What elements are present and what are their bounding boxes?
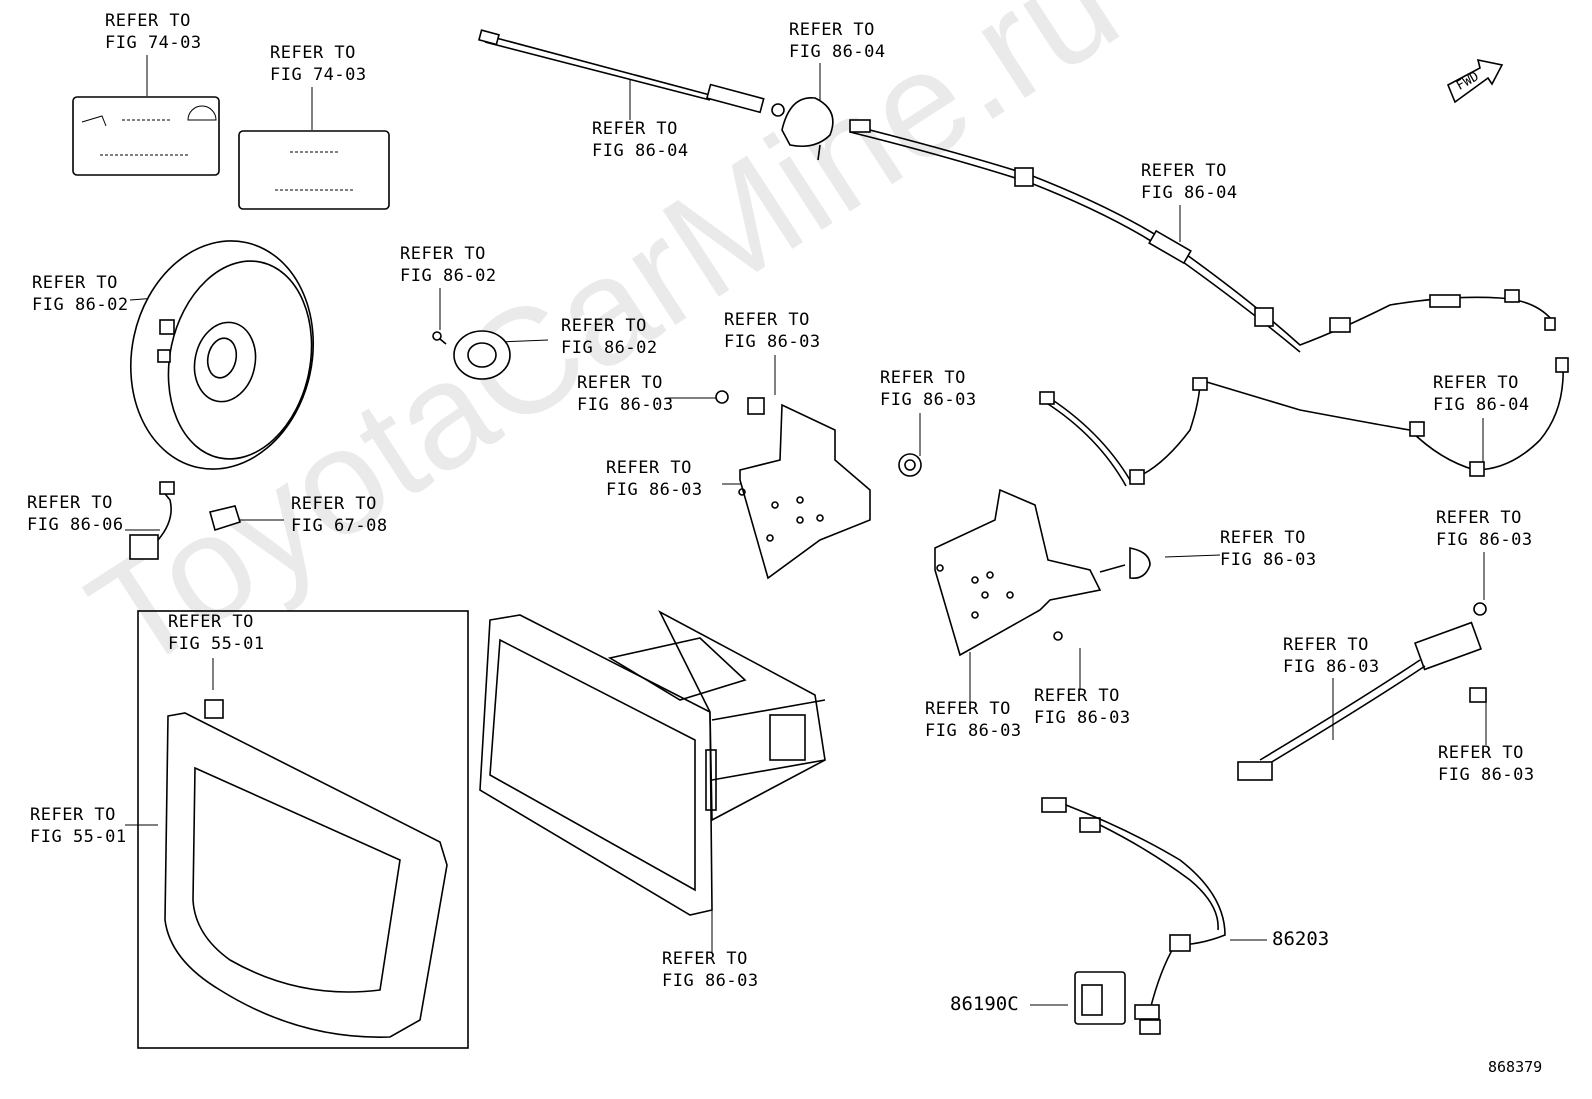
info-card-a-drawing [72,96,220,176]
antenna-base-drawing [771,97,834,161]
part-number-86190c: 86190C [950,993,1019,1015]
info-card-b-drawing [238,130,390,210]
fwd-arrow-drawing [1446,58,1504,104]
antenna-cable-lower-drawing [1039,357,1569,487]
tweeter-drawing [432,330,511,380]
harness-switch-drawing [1041,797,1226,1035]
left-bracket-drawing [738,403,871,580]
speaker-drawing [129,240,315,470]
antenna-cable-upper-drawing [849,119,1556,353]
panel-box-drawing [137,610,469,1049]
cord-module-drawing [1237,602,1487,781]
socket-lamp-drawing [129,481,242,560]
part-number-86203: 86203 [1272,928,1330,950]
rod-antenna-drawing [477,29,765,114]
small-fasteners-drawing [715,390,922,477]
leader-lines [125,55,1487,1006]
head-unit-drawing [479,610,826,916]
illustration-number: 868379 [1488,1058,1543,1076]
right-bracket-drawing [934,488,1151,657]
